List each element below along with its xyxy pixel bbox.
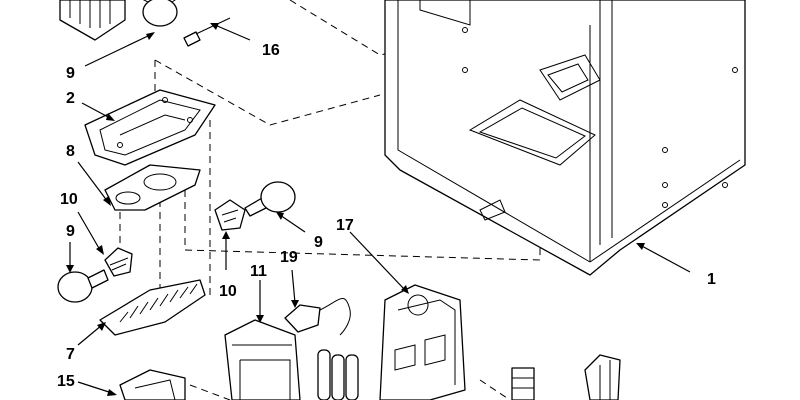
bulb-right <box>244 181 296 217</box>
callout-16: 16 <box>262 42 280 59</box>
control-housing <box>224 319 301 400</box>
liner-tub <box>384 0 746 276</box>
lamp-lens <box>99 279 206 336</box>
control-bracket <box>379 284 466 400</box>
bulb-left <box>57 269 109 303</box>
callout-17: 17 <box>336 217 354 234</box>
reflector <box>104 164 201 211</box>
callout-9-left: 9 <box>66 223 75 240</box>
callout-2: 2 <box>66 90 75 107</box>
callout-1: 1 <box>707 271 716 288</box>
callout-19: 19 <box>280 249 298 266</box>
valve-fitting <box>511 367 535 400</box>
callout-10-mid: 10 <box>219 283 237 300</box>
callout-8: 8 <box>66 143 75 160</box>
leader-lines <box>66 23 691 396</box>
lamp-cover-top <box>59 0 126 41</box>
bulb-top <box>142 0 178 27</box>
callout-15: 15 <box>57 373 75 390</box>
lamp-housing <box>84 89 216 166</box>
drain-bracket <box>584 354 621 400</box>
callout-9-top: 9 <box>66 65 75 82</box>
sensor-assembly <box>284 298 359 400</box>
callout-7: 7 <box>66 346 75 363</box>
wire-pin <box>183 17 231 47</box>
lower-bracket <box>119 369 186 400</box>
callout-9-right: 9 <box>314 234 323 251</box>
callout-11: 11 <box>250 263 267 280</box>
lamp-socket-mid <box>214 199 246 231</box>
callout-labels: 1 2 7 8 9 9 9 10 10 11 15 16 17 19 <box>57 42 716 390</box>
callout-10-left: 10 <box>60 191 78 208</box>
lamp-socket-left <box>104 247 133 277</box>
